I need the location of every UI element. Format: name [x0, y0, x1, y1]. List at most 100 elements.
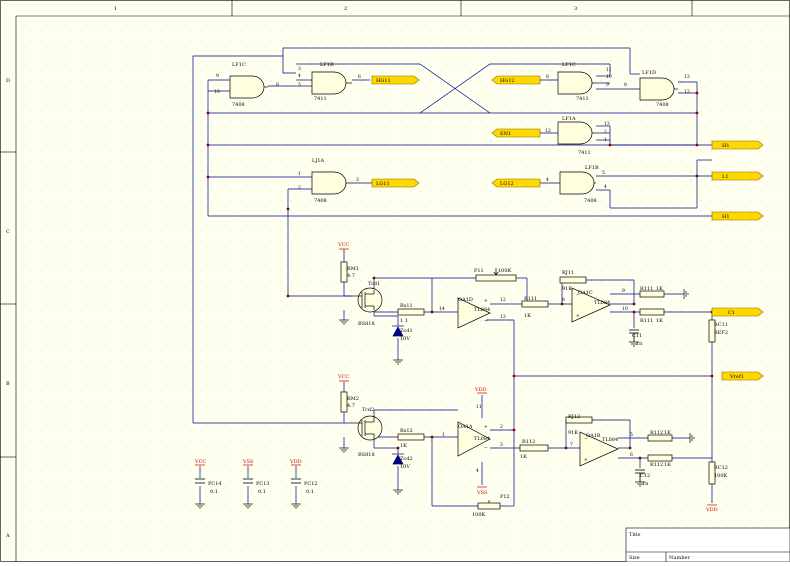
col-label-1: 1	[114, 6, 117, 12]
ref-label: R112	[650, 462, 663, 468]
gate-ref: LF1C	[562, 62, 576, 68]
number-label: Number	[669, 555, 690, 561]
ref-label: Zcd2	[400, 456, 413, 462]
mosfet-tcd2	[352, 415, 383, 442]
svg-text:−: −	[576, 293, 580, 298]
svg-text:9: 9	[606, 82, 609, 88]
ref-label: P12	[500, 494, 510, 500]
capacitor-c12	[635, 469, 645, 482]
gate-type: 7408	[232, 102, 245, 108]
ref-label: RJ12	[568, 414, 580, 420]
gate-type: 7411	[578, 150, 591, 156]
svg-text:7: 7	[570, 442, 573, 448]
value-label: 100K	[714, 473, 728, 479]
svg-text:5: 5	[630, 432, 633, 438]
row-label-a: A	[5, 533, 10, 539]
ref-label: P11	[474, 268, 484, 274]
resistor-rc11	[708, 319, 716, 343]
ground-symbols	[195, 289, 695, 509]
value-label: 100K	[498, 268, 512, 274]
value-label: 1K	[400, 443, 407, 449]
opamp-oa1a	[457, 421, 491, 457]
part-label: BS818	[358, 321, 375, 327]
capacitor-pc14	[195, 478, 205, 484]
svg-text:2: 2	[500, 424, 503, 430]
zener-zcd2	[392, 453, 404, 465]
gate-ref: LF1D	[642, 70, 656, 76]
svg-text:1: 1	[442, 432, 445, 438]
resistor-p11	[475, 274, 517, 282]
svg-text:−: −	[484, 446, 488, 451]
svg-text:2: 2	[298, 185, 301, 191]
port-en1	[491, 128, 541, 138]
svg-text:4: 4	[546, 177, 549, 183]
port-label: H1	[722, 214, 730, 220]
value-label: 0.1	[306, 489, 314, 495]
svg-text:+: +	[484, 424, 488, 430]
port-l1	[711, 171, 764, 181]
value-label: 1K	[656, 286, 663, 292]
pin-numbers: 9 10 8 3 4 5 6 11 10 9 8 8 13 12 12 13 2…	[214, 66, 690, 474]
port-h1b	[711, 211, 764, 221]
value-label: 1K	[656, 318, 663, 324]
part-label: TL084	[602, 437, 618, 443]
ref-label: R111	[640, 286, 653, 292]
svg-text:+: +	[584, 457, 588, 463]
svg-text:9: 9	[216, 73, 219, 79]
svg-text:3: 3	[356, 177, 359, 183]
opamp-oa1b	[579, 431, 619, 467]
svg-text:5: 5	[602, 170, 605, 176]
and-gate-lf1d	[639, 77, 675, 101]
resistor-ri12-bottom	[647, 454, 673, 462]
value-label: 100K	[472, 512, 486, 518]
and-gate-lf1c-left	[229, 75, 265, 99]
svg-text:10: 10	[622, 306, 628, 312]
zener-zcd1	[392, 325, 404, 337]
opamp-signs: +− −+ +− −+	[484, 293, 588, 463]
ref-label: PC14	[208, 481, 222, 487]
and-gate-lj1a	[311, 171, 347, 195]
resistor-r112	[519, 444, 549, 452]
svg-text:10: 10	[214, 89, 220, 95]
value-label: 1K	[520, 454, 527, 460]
port-label: Vref1	[729, 374, 744, 380]
svg-text:3: 3	[298, 66, 301, 72]
ref-label: OA1C	[578, 290, 593, 296]
resistor-rc12	[708, 461, 716, 485]
resistor-rm1	[340, 261, 348, 283]
svg-text:5: 5	[298, 82, 301, 88]
ref-label: Rs11	[400, 303, 413, 309]
port-label: EN1	[500, 131, 511, 137]
vdd-label: VDD	[289, 459, 302, 465]
ref-label: C11	[632, 333, 642, 339]
svg-text:1: 1	[298, 171, 301, 177]
ref-label: Tcd2	[362, 407, 374, 413]
gate-ref: LF1C	[232, 62, 246, 68]
gate-ref: LF1B	[585, 165, 599, 171]
svg-text:14: 14	[439, 306, 445, 312]
port-label: HG12	[500, 78, 515, 84]
svg-text:6: 6	[630, 452, 633, 458]
value-label: 1K	[524, 313, 531, 319]
svg-text:−: −	[484, 319, 488, 324]
svg-text:8: 8	[624, 82, 627, 88]
svg-text:12: 12	[545, 128, 551, 134]
gate-type: 7408	[314, 198, 327, 204]
svg-text:9: 9	[622, 288, 625, 294]
gate-type: 7411	[576, 96, 589, 102]
port-h1	[711, 140, 764, 150]
value-label: 91K	[568, 430, 578, 436]
value-label: 1 1	[400, 318, 408, 324]
port-label: LG11	[376, 181, 390, 187]
and-gate-lf1b-top	[311, 71, 347, 95]
svg-text:8: 8	[546, 74, 549, 80]
svg-text:4: 4	[604, 184, 607, 190]
svg-text:12: 12	[684, 89, 690, 95]
vdd-label: VDD	[474, 387, 487, 393]
value-label: 10V	[400, 336, 410, 342]
part-label: TL084	[474, 436, 490, 442]
row-label-c: C	[6, 229, 10, 235]
row-label-b: B	[6, 381, 10, 387]
title-block	[625, 527, 790, 563]
